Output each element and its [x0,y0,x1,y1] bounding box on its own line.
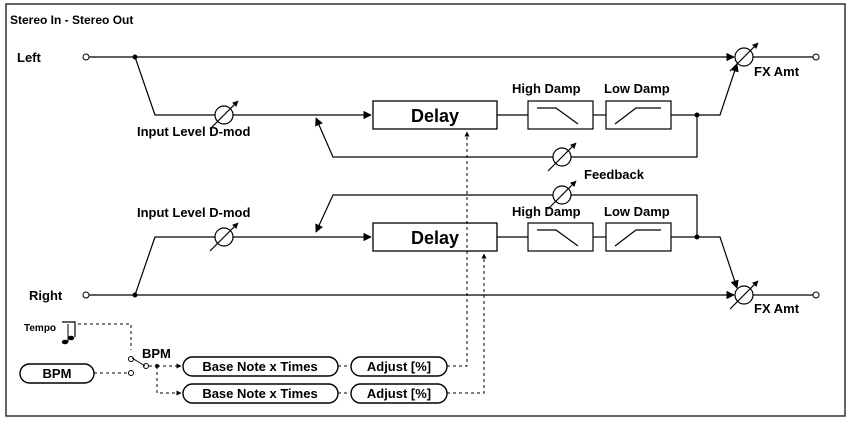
right-output-jack [812,291,820,299]
high-damp-label-top: High Damp [512,81,581,96]
feedback-loop-bottom [315,194,698,237]
input-level-label-bottom: Input Level D-mod [137,205,250,220]
fx-amt-knob-bottom[interactable] [729,280,759,310]
fx-amt-label-top: FX Amt [754,64,800,79]
low-damp-label-top: Low Damp [604,81,670,96]
base-note-label-1: Base Note x Times [202,359,317,374]
high-damp-filter-top [527,100,594,130]
diagram-frame [5,3,846,417]
low-damp-label-bottom: Low Damp [604,204,670,219]
bottom-wet-to-mix [697,236,739,289]
high-damp-filter-bottom [527,222,594,252]
left-input-label: Left [17,50,42,65]
right-wet-path [134,232,372,296]
right-input-jack [82,291,90,299]
tempo-dashed-line [78,323,132,350]
low-damp-filter-top [605,100,672,130]
row2-to-delay-bottom [447,253,487,394]
left-wet-path [134,56,372,120]
feedback-knob-top[interactable] [547,142,577,172]
tempo-label: Tempo [24,323,56,334]
switch-bpm-label: BPM [142,346,171,361]
top-wet-to-mix [697,63,739,116]
adjust-label-2: Adjust [%] [367,386,431,401]
diagram-title: Stereo In - Stereo Out [10,13,133,27]
low-damp-filter-bottom [605,222,672,252]
row1-to-delay-top [447,131,470,367]
fx-amt-label-bottom: FX Amt [754,301,800,316]
input-level-label-top: Input Level D-mod [137,124,250,139]
left-input-jack [82,53,90,61]
left-output-jack [812,53,820,61]
input-level-knob-bottom[interactable] [209,222,239,252]
adjust-label-1: Adjust [%] [367,359,431,374]
feedback-loop-top [315,115,698,158]
delay-label-top: Delay [411,106,459,126]
tempo-note-icon [61,321,76,345]
right-input-label: Right [29,288,63,303]
bpm-selector-switch[interactable] [128,356,149,376]
delay-label-bottom: Delay [411,228,459,248]
tempo-to-row2 [156,366,182,396]
base-note-label-2: Base Note x Times [202,386,317,401]
bpm-button-label: BPM [43,366,72,381]
input-level-knob-top[interactable] [209,100,239,130]
feedback-label: Feedback [584,167,645,182]
high-damp-label-bottom: High Damp [512,204,581,219]
feedback-knob-bottom[interactable] [547,180,577,210]
